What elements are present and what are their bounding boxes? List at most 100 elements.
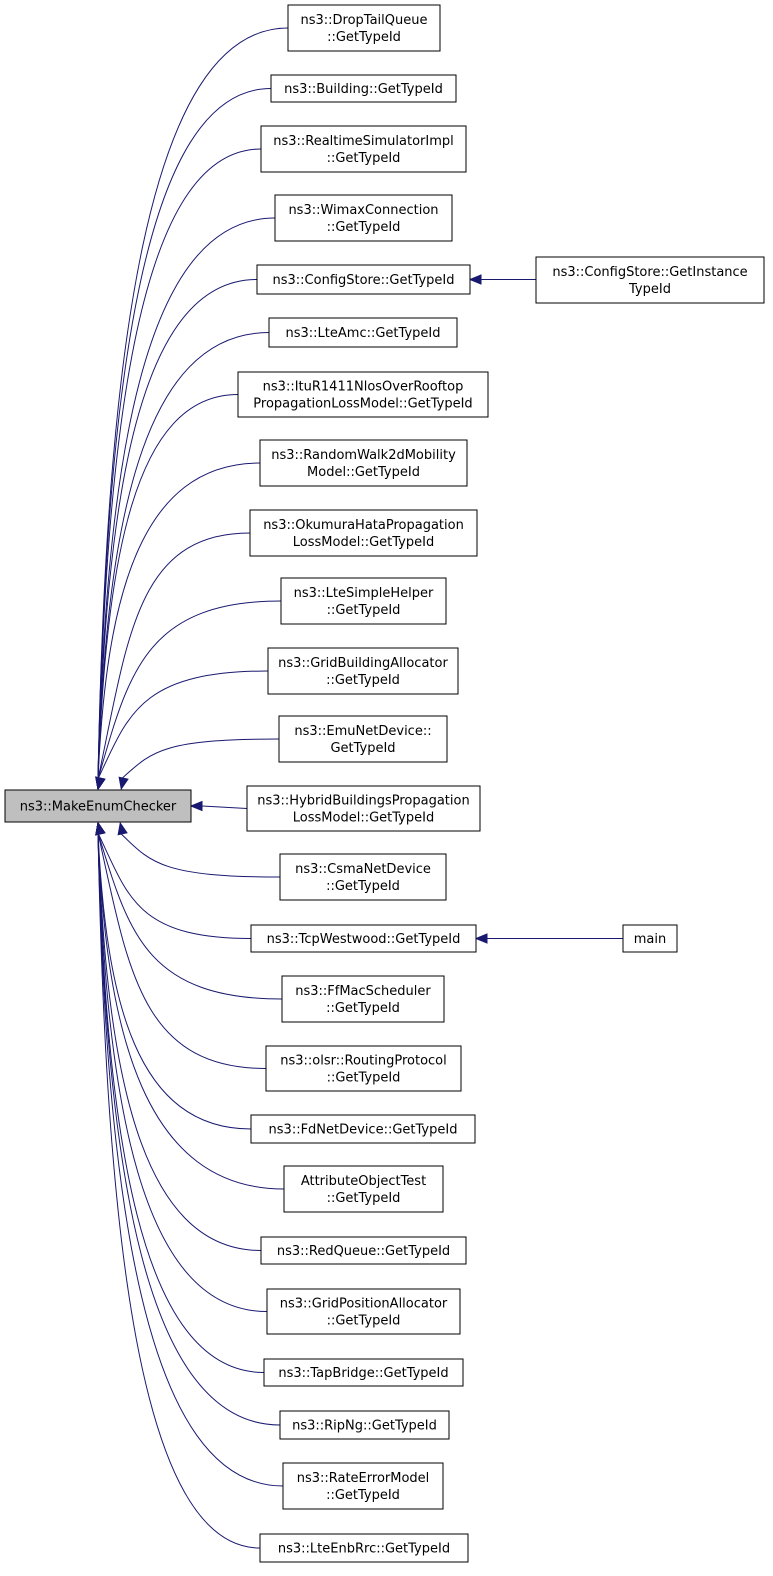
function-node-n6[interactable]: ns3::LteAmc::GetTypeId [268,317,458,348]
node-box [260,125,467,173]
node-label: ::GetTypeId [327,30,401,45]
arrowhead [117,821,128,836]
node-box [270,74,457,103]
function-node-n19[interactable]: AttributeObjectTest::GetTypeId [283,1165,444,1213]
function-node-n10[interactable]: ns3::LteSimpleHelper::GetTypeId [280,577,447,625]
function-node-n7[interactable]: ns3::ItuR1411NlosOverRooftopPropagationL… [237,371,489,418]
call-edge-n9 [95,532,251,791]
node-box [283,1165,444,1213]
function-node-n21[interactable]: ns3::GridPositionAllocator::GetTypeId [266,1288,461,1335]
node-label: ns3::WimaxConnection [288,203,438,218]
edge-line [97,832,283,1000]
root-node[interactable]: ns3::MakeEnumChecker [4,789,192,823]
call-edge-n17 [95,821,267,1069]
node-box [282,1462,444,1510]
node-label: TypeId [628,282,671,297]
node-box [250,924,477,953]
node-box [263,1358,464,1387]
node-label: ns3::OkumuraHataPropagation [263,518,464,533]
call-edge-n12 [118,738,280,791]
function-node-n22[interactable]: ns3::TapBridge::GetTypeId [263,1358,464,1387]
node-label: ns3::FdNetDevice::GetTypeId [269,1123,458,1138]
node-label: ::GetTypeId [326,879,400,894]
node-label: ns3::MakeEnumChecker [20,800,177,815]
node-label: ::GetTypeId [327,220,401,235]
function-node-n17[interactable]: ns3::olsr::RoutingProtocol::GetTypeId [265,1045,462,1092]
edge-line [97,832,268,1312]
call-edge-n2 [95,88,272,791]
call-edge-n16 [95,821,283,1000]
function-node-n11[interactable]: ns3::GridBuildingAllocator::GetTypeId [267,647,459,695]
function-node-n1[interactable]: ns3::DropTailQueue::GetTypeId [287,4,441,52]
node-box [249,509,478,557]
node-label: ns3::ConfigStore::GetTypeId [273,273,455,288]
node-label: ns3::CsmaNetDevice [295,862,431,877]
node-label: ns3::Building::GetTypeId [284,82,443,97]
function-node-n15[interactable]: ns3::TcpWestwood::GetTypeId [250,924,477,953]
function-node-n18[interactable]: ns3::FdNetDevice::GetTypeId [250,1114,476,1144]
node-label: ns3::FfMacScheduler [295,984,431,999]
edge-line [97,832,285,1190]
function-node-n23[interactable]: ns3::RipNg::GetTypeId [279,1410,450,1440]
node-box [622,924,678,953]
node-box [265,1045,462,1092]
node-box [279,1410,450,1440]
node-label: ns3::GridBuildingAllocator [278,656,448,671]
node-label: ::GetTypeId [326,673,400,688]
node-label: LossModel::GetTypeId [293,535,434,550]
function-node-n20[interactable]: ns3::RedQueue::GetTypeId [260,1236,467,1265]
function-node-n9[interactable]: ns3::OkumuraHataPropagationLossModel::Ge… [249,509,478,557]
node-label: ns3::HybridBuildingsPropagation [257,794,469,809]
arrowhead [118,776,129,791]
node-label: ns3::RedQueue::GetTypeId [277,1244,450,1259]
node-label: ns3::RateErrorModel [297,1471,430,1486]
function-node-n4[interactable]: ns3::WimaxConnection::GetTypeId [274,194,453,242]
node-label: AttributeObjectTest [301,1174,426,1189]
edge-line [97,88,272,780]
call-edge-s1 [468,274,536,285]
node-label: ns3::ConfigStore::GetInstance [552,265,747,280]
node-label: ns3::GridPositionAllocator [280,1297,448,1312]
edge-line [97,832,281,1426]
node-box [4,789,192,823]
edge-line [97,832,261,1549]
function-node-n8[interactable]: ns3::RandomWalk2dMobilityModel::GetTypeI… [259,439,468,487]
node-box [267,647,459,695]
node-label: ::GetTypeId [326,1001,400,1016]
edge-line [97,670,269,780]
function-node-n16[interactable]: ns3::FfMacScheduler::GetTypeId [281,975,445,1023]
arrowhead [95,821,106,836]
edge-line [97,462,261,780]
node-label: ns3::EmuNetDevice:: [294,724,431,739]
node-label: main [634,932,666,947]
edges [95,27,623,1549]
edge-line [97,832,267,1069]
arrowhead [468,274,482,285]
function-node-n24[interactable]: ns3::RateErrorModel::GetTypeId [282,1462,444,1510]
function-node-n12[interactable]: ns3::EmuNetDevice::GetTypeId [278,715,448,763]
function-node-n14[interactable]: ns3::CsmaNetDevice::GetTypeId [279,853,447,901]
node-box [287,4,441,52]
node-box [280,577,447,625]
function-node-n2[interactable]: ns3::Building::GetTypeId [270,74,457,103]
node-box [268,317,458,348]
node-box [259,1533,469,1563]
function-node-n25[interactable]: ns3::LteEnbRrc::GetTypeId [259,1533,469,1563]
call-edge-n11 [95,670,269,791]
node-label: ns3::RipNg::GetTypeId [292,1419,437,1434]
node-box [237,371,489,418]
node-box [278,715,448,763]
function-node-n13[interactable]: ns3::HybridBuildingsPropagationLossModel… [246,785,481,832]
node-label: ns3::olsr::RoutingProtocol [280,1054,447,1069]
edge-line [97,832,265,1373]
node-box [535,256,765,304]
edge-line [97,832,252,939]
edge-line [97,600,282,780]
function-node-n5[interactable]: ns3::ConfigStore::GetTypeId [256,264,471,295]
node-label: ::GetTypeId [327,1071,401,1086]
function-node-s2[interactable]: main [622,924,678,953]
call-edge-s2 [474,933,623,944]
node-box [256,264,471,295]
function-node-n3[interactable]: ns3::RealtimeSimulatorImpl::GetTypeId [260,125,467,173]
